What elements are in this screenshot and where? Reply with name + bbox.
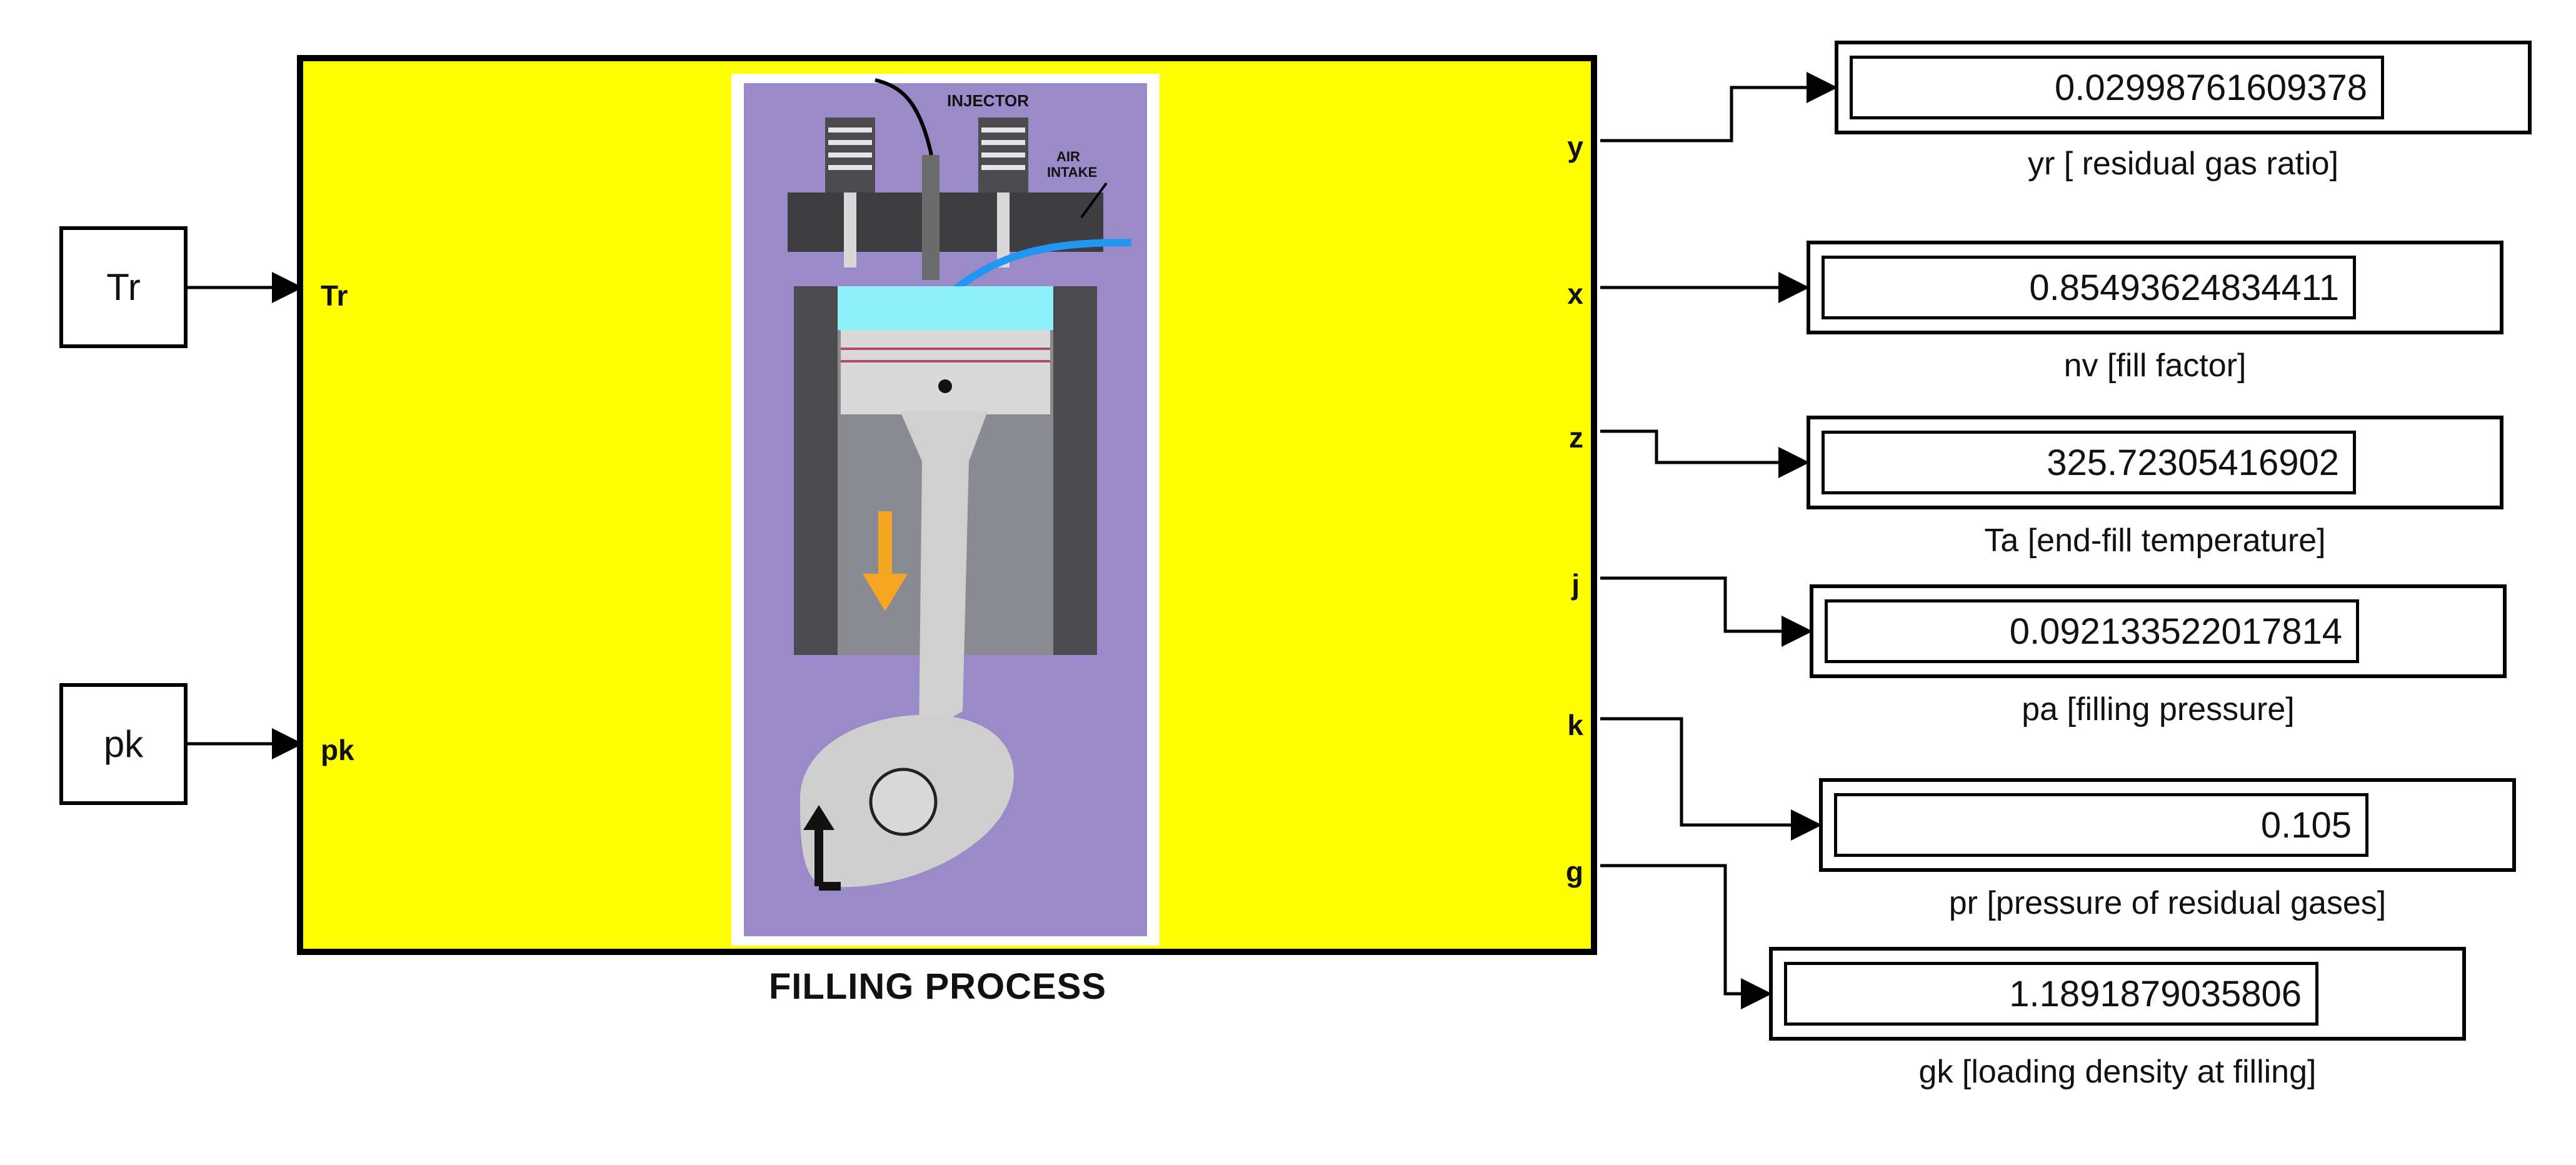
injector-text: INJECTOR <box>947 91 1029 110</box>
subsystem-title: FILLING PROCESS <box>768 966 1107 1007</box>
port-g-label: g <box>1565 856 1583 888</box>
display-ta-label: Ta [end-fill temperature] <box>1984 522 2326 559</box>
wire-k <box>1600 717 1822 841</box>
display-pr-value: 0.105 <box>1834 793 2368 857</box>
display-gk[interactable]: 1.1891879035806 <box>1769 947 2466 1041</box>
display-nv-value: 0.85493624834411 <box>1822 256 2356 319</box>
display-pa-label: pa [filling pressure] <box>2022 691 2295 728</box>
air-text: AIR <box>1056 149 1080 164</box>
display-yr-value: 0.02998761609378 <box>1850 56 2384 119</box>
wire-z <box>1600 429 1810 478</box>
display-pa-value: 0.092133522017814 <box>1825 599 2359 663</box>
wire-j <box>1600 576 1813 647</box>
engine-cylinder-illustration: INJECTOR AIR INTAKE <box>731 74 1160 946</box>
pk-block-label: pk <box>103 723 144 765</box>
display-ta[interactable]: 325.72305416902 <box>1807 416 2503 509</box>
intake-text: INTAKE <box>1047 164 1097 180</box>
tr-block-label: Tr <box>106 266 141 308</box>
filling-process-subsystem[interactable]: Tr pk y x z j k g INJECTOR AIR INTAKE <box>297 55 1597 955</box>
port-j-label: j <box>1571 568 1580 601</box>
tr-constant-block[interactable]: Tr <box>59 226 188 348</box>
display-gk-label: gk [loading density at filling] <box>1918 1054 2317 1090</box>
display-pr-label: pr [pressure of residual gases] <box>1948 885 2387 921</box>
port-pk-label: pk <box>321 734 354 766</box>
display-pa[interactable]: 0.092133522017814 <box>1810 584 2507 678</box>
display-pr[interactable]: 0.105 <box>1819 778 2516 872</box>
port-tr-label: Tr <box>321 279 348 312</box>
display-yr[interactable]: 0.02998761609378 <box>1835 41 2532 134</box>
wire-y <box>1600 72 1838 142</box>
display-nv-label: nv [fill factor] <box>2063 348 2247 384</box>
display-ta-value: 325.72305416902 <box>1822 431 2356 494</box>
wire-g <box>1600 864 1772 1009</box>
port-x-label: x <box>1567 278 1583 310</box>
port-z-label: z <box>1569 421 1583 454</box>
display-nv[interactable]: 0.85493624834411 <box>1807 241 2503 334</box>
display-gk-value: 1.1891879035806 <box>1784 962 2318 1026</box>
port-y-label: y <box>1567 131 1583 163</box>
port-k-label: k <box>1567 709 1583 741</box>
display-yr-label: yr [ residual gas ratio] <box>2027 146 2339 182</box>
pk-constant-block[interactable]: pk <box>59 683 188 805</box>
